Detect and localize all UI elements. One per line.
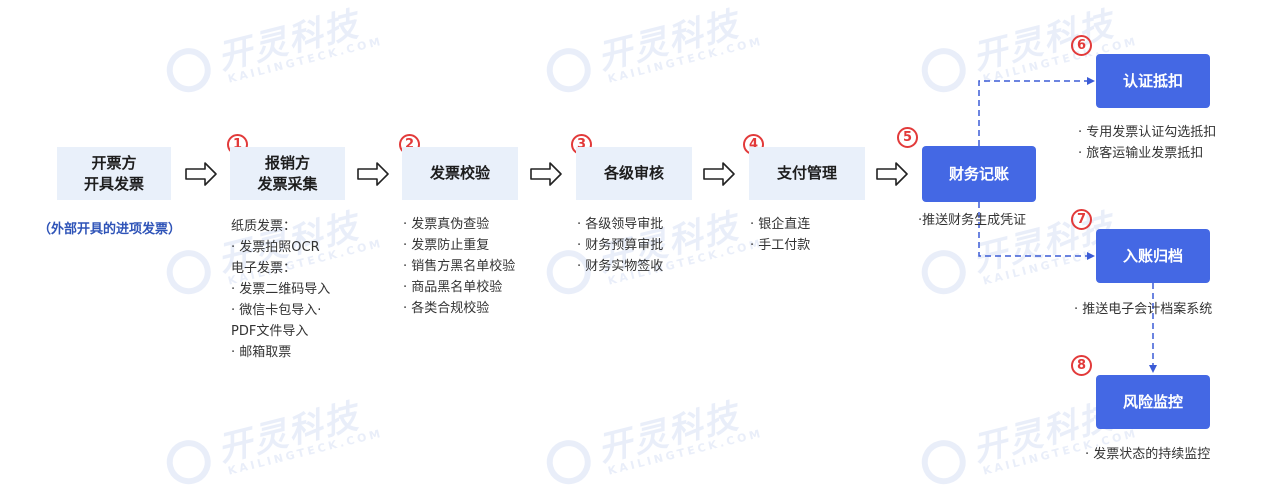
step-box-payment: 支付管理 [749,147,865,200]
list-item: · 银企直连 [750,217,811,232]
list-item: 纸质发票： [231,219,297,234]
list-item: · 发票二维码导入 [231,282,331,297]
list-item: · 推送电子会计档案系统 [1074,302,1213,317]
dashed-arrow-to-archive [978,202,1095,260]
list-item: · 各级领导审批 [577,217,664,232]
list-item: · 旅客运输业发票抵扣 [1078,146,1204,161]
list-item: · 销售方黑名单校验 [403,259,516,274]
step-details-risk: · 发票状态的持续监控 [1085,444,1210,465]
list-item: · 财务预算审批 [577,238,664,253]
flow-arrow-icon [185,162,217,186]
list-item: · 发票状态的持续监控 [1085,447,1211,462]
step-box-bookkeeping: 财务记账 [922,146,1036,202]
flow-arrow-icon [357,162,389,186]
step-box-risk: 风险监控 [1096,375,1210,429]
list-item: ·推送财务生成凭证 [918,213,1027,228]
list-item: · 发票防止重复 [403,238,490,253]
list-item: · 各类合规校验 [403,301,490,316]
step-box-collect: 报销方 发票采集 [230,147,345,200]
list-item: PDF文件导入 [231,324,309,339]
issuer-box: 开票方 开具发票 [57,147,171,200]
step-number: 8 [1071,355,1092,376]
list-item: · 手工付款 [750,238,811,253]
step-number: 7 [1071,209,1092,230]
step-box-archive: 入账归档 [1096,229,1210,283]
list-item: · 发票拍照OCR [231,240,320,255]
step-number: 5 [897,127,918,148]
flow-arrow-icon [703,162,735,186]
step-details-payment: · 银企直连 · 手工付款 [750,214,810,256]
step-details-certify: · 专用发票认证勾选抵扣 · 旅客运输业发票抵扣 [1078,122,1216,164]
list-item: · 微信卡包导入· [231,303,322,318]
list-item: · 发票真伪查验 [403,217,490,232]
step-box-approve: 各级审核 [576,147,692,200]
step-details-archive: · 推送电子会计档案系统 [1074,299,1212,320]
step-details-collect: 纸质发票： · 发票拍照OCR 电子发票： · 发票二维码导入 · 微信卡包导入… [231,216,330,363]
dashed-arrow-to-certify [978,77,1095,146]
list-item: · 财务实物签收 [577,259,664,274]
step-details-verify: · 发票真伪查验 · 发票防止重复 · 销售方黑名单校验 · 商品黑名单校验 ·… [403,214,515,319]
flow-arrow-icon [876,162,908,186]
list-item: · 专用发票认证勾选抵扣 [1078,125,1217,140]
list-item: · 邮箱取票 [231,345,292,360]
step-details-bookkeeping: ·推送财务生成凭证 [918,210,1026,231]
step-details-approve: · 各级领导审批 · 财务预算审批 · 财务实物签收 [577,214,663,277]
list-item: · 商品黑名单校验 [403,280,503,295]
step-number: 6 [1071,35,1092,56]
list-item: 电子发票： [231,261,297,276]
step-box-certify: 认证抵扣 [1096,54,1210,108]
step-box-verify: 发票校验 [402,147,518,200]
flow-arrow-icon [530,162,562,186]
issuer-note: （外部开具的进项发票） [38,222,182,237]
